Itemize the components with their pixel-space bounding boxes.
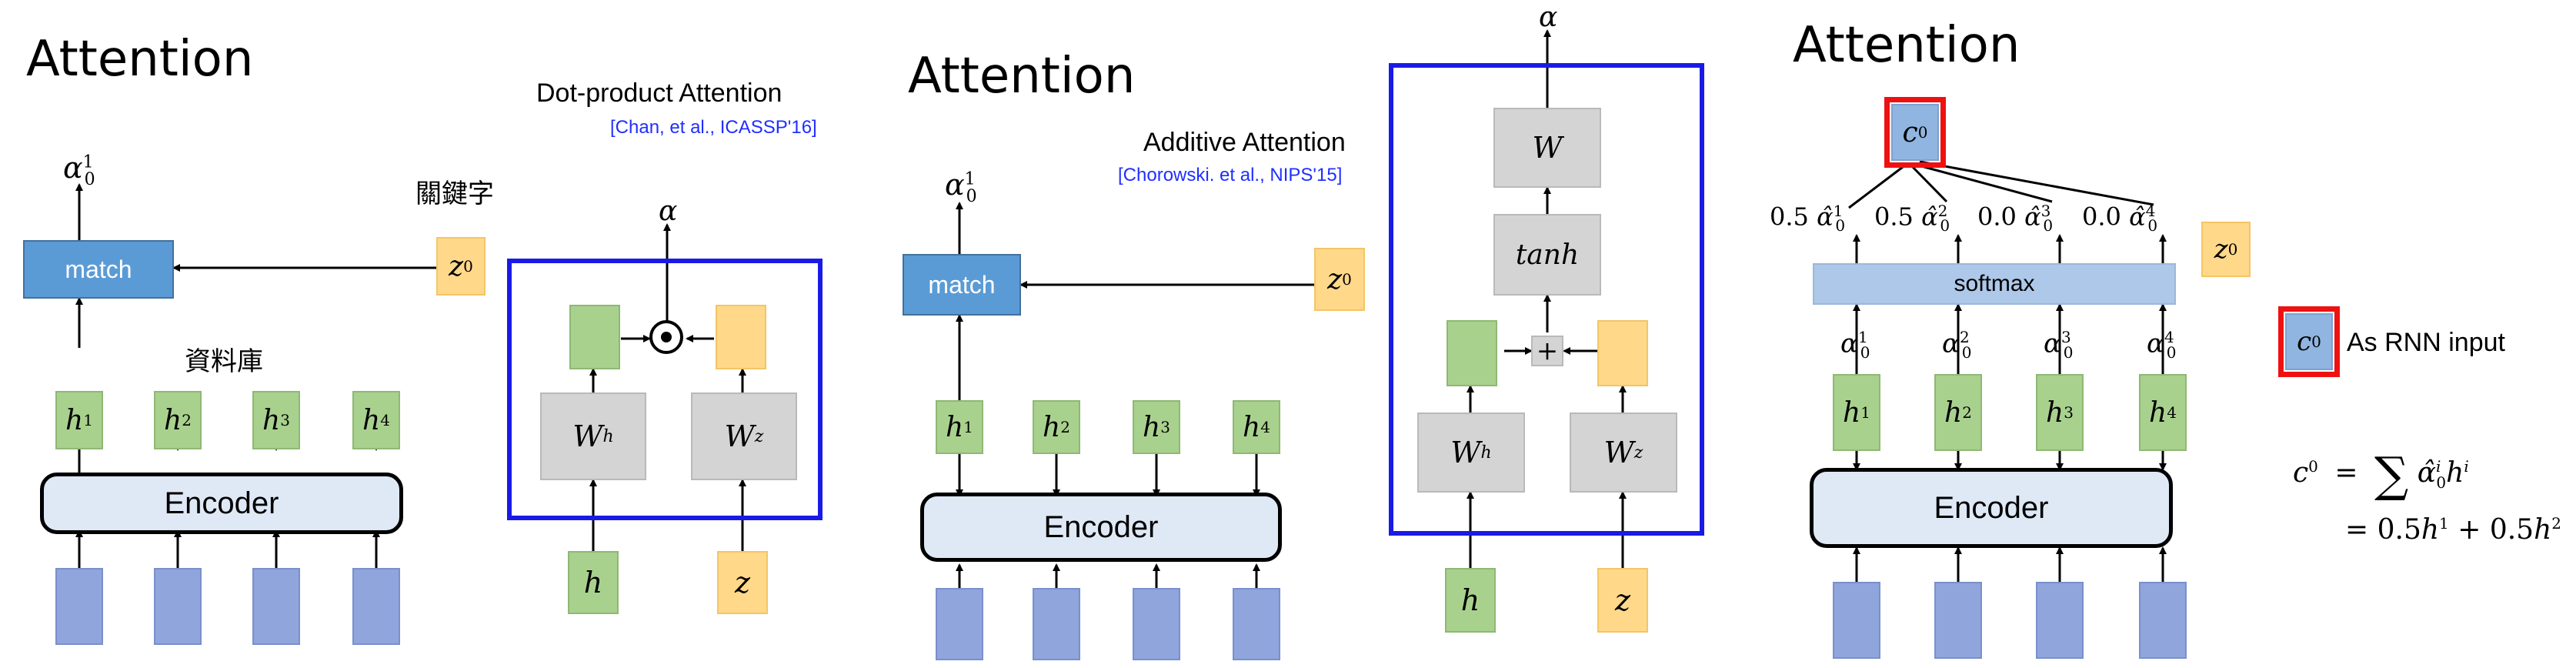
panel1-input-4 <box>352 568 400 645</box>
panel3-weight-3: 0.0 α̂30 <box>1977 202 2054 235</box>
additive-h-input: h <box>1445 568 1496 633</box>
panel3-input-1 <box>1833 582 1880 659</box>
panel2-title: Attention <box>908 48 1136 105</box>
panel1-input-1 <box>55 568 103 645</box>
additive-plus-operator: + <box>1531 336 1563 366</box>
panel3-context-highlight <box>1884 97 1946 168</box>
panel3-alpha-3: α30 <box>2044 328 2074 362</box>
dot-citation: [Chan, et al., ICASSP'16] <box>610 117 817 138</box>
additive-alpha-output: α <box>1539 2 1558 33</box>
dot-key-vector <box>716 305 766 369</box>
panel2-encoder: Encoder <box>920 493 1282 562</box>
panel1-input-2 <box>154 568 202 645</box>
dot-query-vector <box>569 305 620 369</box>
panel3-alpha-2: α20 <box>1942 328 1972 362</box>
panel1-input-3 <box>252 568 300 645</box>
panel2-alpha-label: α10 <box>945 168 977 206</box>
legend-text: As RNN input <box>2347 328 2505 357</box>
panel2-input-3 <box>1133 588 1180 660</box>
panel3-weight-4: 0.0 α̂40 <box>2082 202 2158 235</box>
additive-title: Additive Attention <box>1143 128 1346 157</box>
panel2-input-1 <box>936 588 983 660</box>
panel3-title: Attention <box>1793 17 2020 74</box>
panel1-title: Attention <box>26 31 254 88</box>
panel3-encoder-label: Encoder <box>1934 490 2049 525</box>
panel1-query-label: 關鍵字 <box>415 179 494 209</box>
additive-tanh-block: tanh <box>1493 214 1601 296</box>
panel3-softmax-bar: softmax <box>1813 263 2176 305</box>
panel3-weight-1: 0.5 α̂10 <box>1770 202 1846 235</box>
additive-query-vector <box>1446 320 1497 386</box>
equation-line-2: = 0.5h1 + 0.5h2 <box>2345 514 2562 546</box>
panel3-alpha-1: α10 <box>1840 328 1870 362</box>
panel1-encoder-label: Encoder <box>164 486 279 520</box>
panel3-input-2 <box>1934 582 1982 659</box>
panel2-input-4 <box>1233 588 1280 660</box>
equation-line-1: c0 = ∑ α̂i0hi <box>2293 446 2469 503</box>
legend-context-highlight <box>2278 306 2340 377</box>
panel3-input-3 <box>2036 582 2084 659</box>
panel3-encoder: Encoder <box>1810 468 2173 548</box>
panel1-database-label: 資料庫 <box>185 347 263 376</box>
panel1-alpha-label: α10 <box>63 151 95 189</box>
dot-product-box <box>507 259 823 520</box>
panel2-match-label: match <box>928 270 996 299</box>
additive-z-input: z <box>1597 568 1648 633</box>
dot-z-input: z <box>717 551 768 614</box>
dot-h-input: h <box>568 551 619 614</box>
panel1-match-label: match <box>65 255 132 283</box>
panel2-match-block: match <box>903 254 1021 316</box>
dot-product-operator-icon <box>649 320 683 354</box>
dot-alpha-output: α <box>659 195 678 227</box>
panel3-weight-2: 0.5 α̂20 <box>1874 202 1950 235</box>
panel3-input-4 <box>2139 582 2187 659</box>
panel3-softmax-label: softmax <box>1954 271 2035 296</box>
panel3-alpha-4: α40 <box>2147 328 2177 362</box>
panel2-input-2 <box>1033 588 1080 660</box>
panel1-encoder: Encoder <box>40 473 403 534</box>
additive-w-block: W <box>1493 108 1601 188</box>
additive-box <box>1389 63 1704 536</box>
panel2-encoder-label: Encoder <box>1043 509 1159 544</box>
additive-citation: [Chorowski. et al., NIPS'15] <box>1118 165 1343 185</box>
additive-key-vector <box>1597 320 1648 386</box>
dot-title: Dot-product Attention <box>536 78 782 108</box>
panel1-match-block: match <box>23 240 174 299</box>
